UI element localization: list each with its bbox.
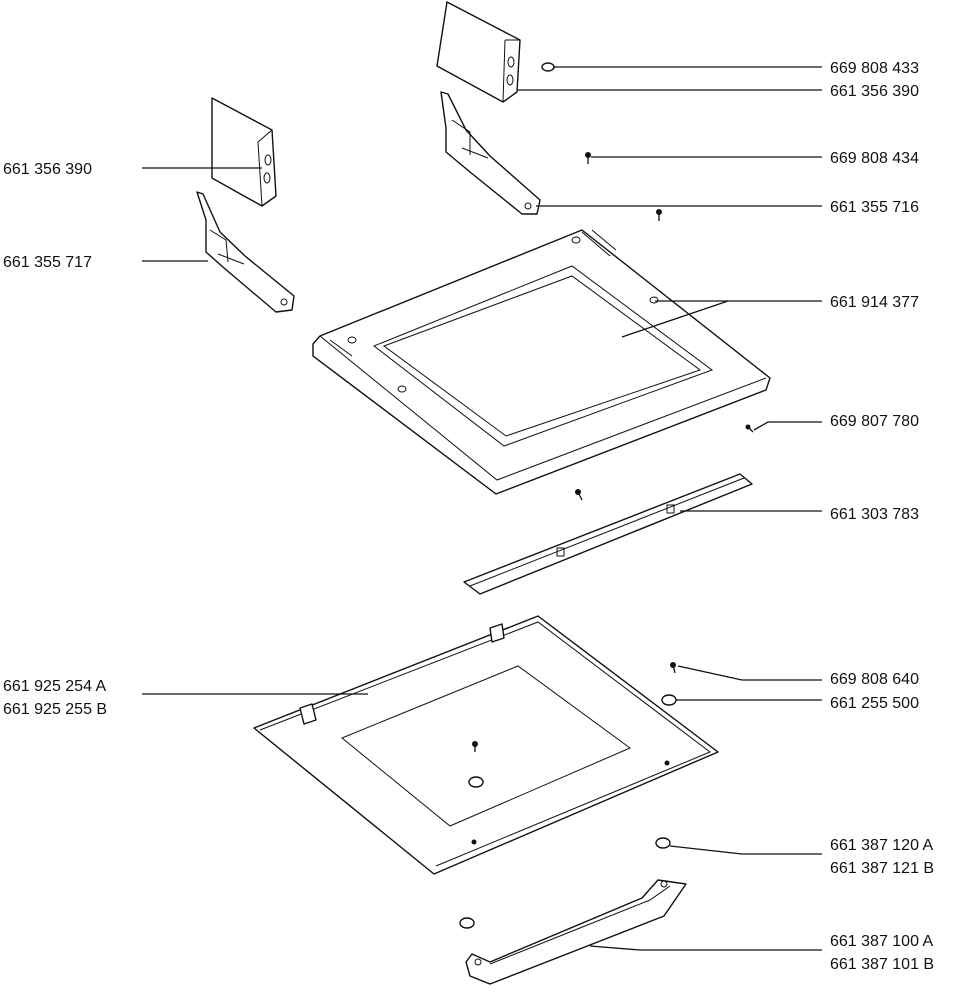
label-669808640: 669 808 640	[830, 671, 919, 688]
screw-669807780	[745, 424, 754, 433]
leader-lines	[142, 66, 822, 951]
label-661303783: 661 303 783	[830, 506, 919, 523]
screw-669808640	[670, 662, 676, 674]
hinge-cover-left	[211, 97, 277, 207]
label-661255500: 661 255 500	[830, 695, 919, 712]
inner-door-panel	[312, 229, 771, 495]
screw-669808434	[585, 152, 591, 164]
label-669807780: 669 807 780	[830, 413, 919, 430]
label-661925254A: 661 925 254 A	[3, 678, 107, 695]
part-labels: 669 808 433 661 356 390 669 808 434 661 …	[3, 60, 934, 973]
hinge-right	[440, 91, 541, 215]
washer-669808433	[541, 62, 555, 72]
label-661356390-right: 661 356 390	[830, 83, 919, 100]
label-661387100A: 661 387 100 A	[830, 933, 934, 950]
hinge-left	[196, 191, 295, 313]
washer-bottom-left	[459, 917, 475, 929]
label-661914377: 661 914 377	[830, 294, 919, 311]
label-661925255B: 661 925 255 B	[3, 701, 107, 718]
screw-under-panel	[575, 489, 583, 501]
label-661387101B: 661 387 101 B	[830, 956, 934, 973]
label-661387121B: 661 387 121 B	[830, 860, 934, 877]
outer-door-glass	[253, 615, 719, 875]
label-661355716: 661 355 716	[830, 199, 919, 216]
hinge-cover-right	[436, 1, 521, 103]
label-669808434: 669 808 434	[830, 150, 919, 167]
door-rail	[463, 473, 753, 595]
washer-661387120	[655, 837, 671, 849]
washer-661255500	[661, 694, 677, 706]
screw-near-hinge	[656, 209, 662, 221]
door-handle	[465, 879, 687, 985]
label-669808433: 669 808 433	[830, 60, 919, 77]
label-661355717: 661 355 717	[3, 254, 92, 271]
label-661356390-left: 661 356 390	[3, 161, 92, 178]
label-661387120A: 661 387 120 A	[830, 837, 934, 854]
